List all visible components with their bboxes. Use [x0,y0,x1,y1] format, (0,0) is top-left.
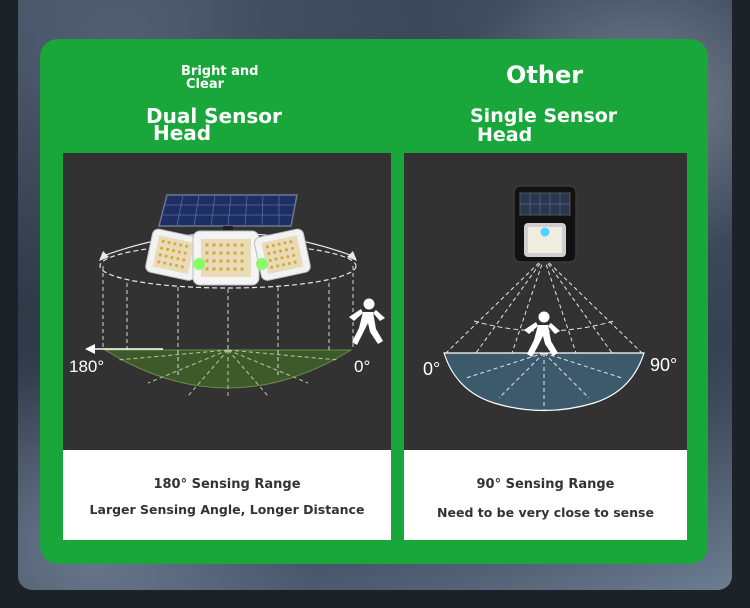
left-caption: 180° Sensing Range Larger Sensing Angle,… [63,450,391,540]
solar-panel-icon [158,194,298,233]
right-title-line1: Single Sensor [470,105,618,127]
left-title-line2: Head [153,121,212,145]
dual-sensor-card: 180° 0° 180° Sensing Range Larger Sensin… [63,153,391,540]
walking-person-icon [524,311,560,357]
left-range-fan [103,349,353,389]
right-range-rays [445,257,643,411]
left-sensing-ellipse [99,243,357,289]
right-caption: 90° Sensing Range Need to be very close … [404,450,687,540]
left-range-columns [102,266,354,375]
right-sensing-arc [473,320,615,332]
walking-person-icon [349,298,385,345]
tagline-line1: Bright and [181,64,259,79]
right-title-line2: Head [477,124,533,146]
left-arc-arrowhead [99,251,109,261]
other-label-box [503,52,587,92]
right-angle-end: 90° [650,355,678,375]
right-caption-title: 90° Sensing Range [476,477,615,492]
left-title-line1: Dual Sensor [146,104,282,128]
left-caption-text: Larger Sensing Angle, Longer Distance [89,502,365,517]
single-sensor-illustration [443,185,645,412]
wall-light-icon [513,185,577,263]
right-arc-arrowhead [347,251,357,261]
other-label: Other [506,61,584,89]
left-angle-start: 180° [69,357,105,376]
dual-sensor-illustration [85,194,385,399]
left-angle-end: 0° [354,357,371,376]
single-sensor-card: 0° 90° 90° Sensing Range Need to be very… [404,153,687,540]
left-axis-arrowhead [85,344,95,354]
floodlight-icon [145,228,311,286]
right-angle-start: 0° [423,359,441,379]
left-caption-title: 180° Sensing Range [153,477,301,492]
tagline-box [180,58,260,90]
right-title-box [467,92,622,142]
tagline-line2: Clear [186,77,224,92]
right-caption-text: Need to be very close to sense [437,505,654,520]
left-range-rays [117,349,339,399]
left-title-box [143,101,293,145]
